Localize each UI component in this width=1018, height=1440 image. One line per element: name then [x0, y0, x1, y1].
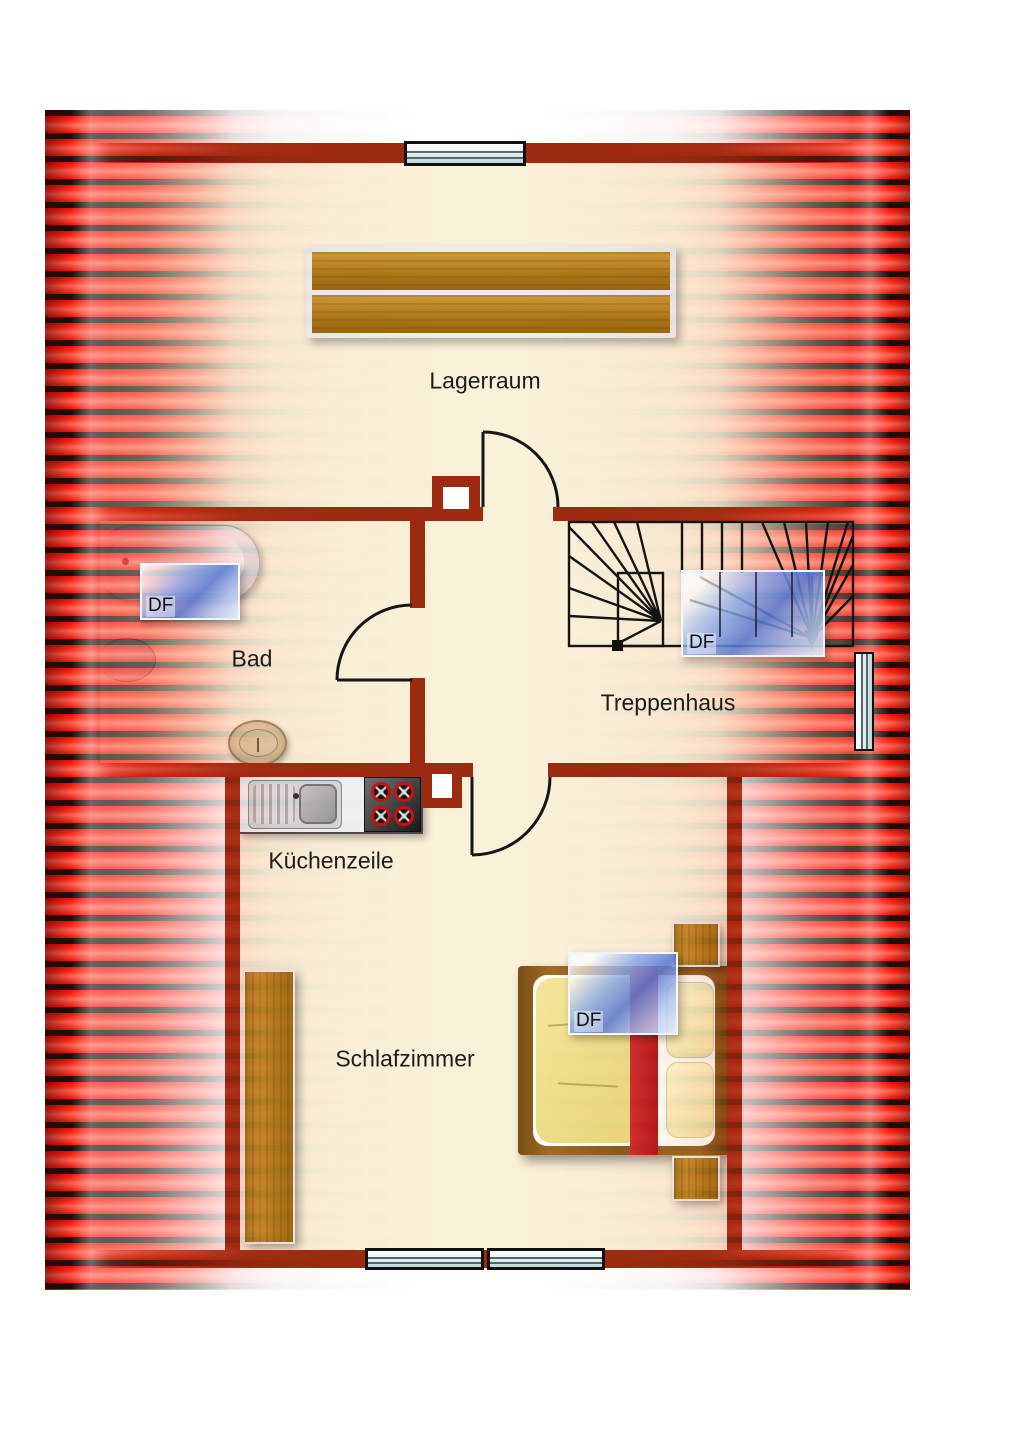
roof-window-stairs-label: DF: [687, 632, 717, 654]
roof-slope-right: [520, 110, 910, 1290]
stairs-landing: [616, 571, 665, 648]
room-label-lagerraum: Lagerraum: [429, 367, 541, 394]
roof-window-bad-label: DF: [146, 595, 176, 617]
window-stairwell-side: [854, 652, 874, 751]
roof-window-bad: DF: [140, 563, 240, 620]
room-label-bad: Bad: [231, 645, 273, 672]
window-bottom-left: [365, 1248, 484, 1270]
room-label-schlafzimmer: Schlafzimmer: [335, 1045, 475, 1072]
roof-window-stairs: DF: [681, 570, 825, 657]
door-arc-schlafzimmer: [471, 776, 552, 857]
roof-window-bed: DF: [568, 952, 678, 1035]
door-arc-lagerraum: [482, 430, 560, 508]
window-top: [404, 141, 526, 166]
stairs-start-marker: [612, 640, 623, 651]
window-bottom-right: [487, 1248, 605, 1270]
roof-window-bed-label: DF: [574, 1010, 604, 1032]
room-label-kuechenzeile: Küchenzeile: [268, 847, 394, 874]
roof-slope-left: [45, 110, 445, 1290]
door-arc-bad: [335, 603, 413, 681]
room-label-treppenhaus: Treppenhaus: [600, 689, 736, 716]
